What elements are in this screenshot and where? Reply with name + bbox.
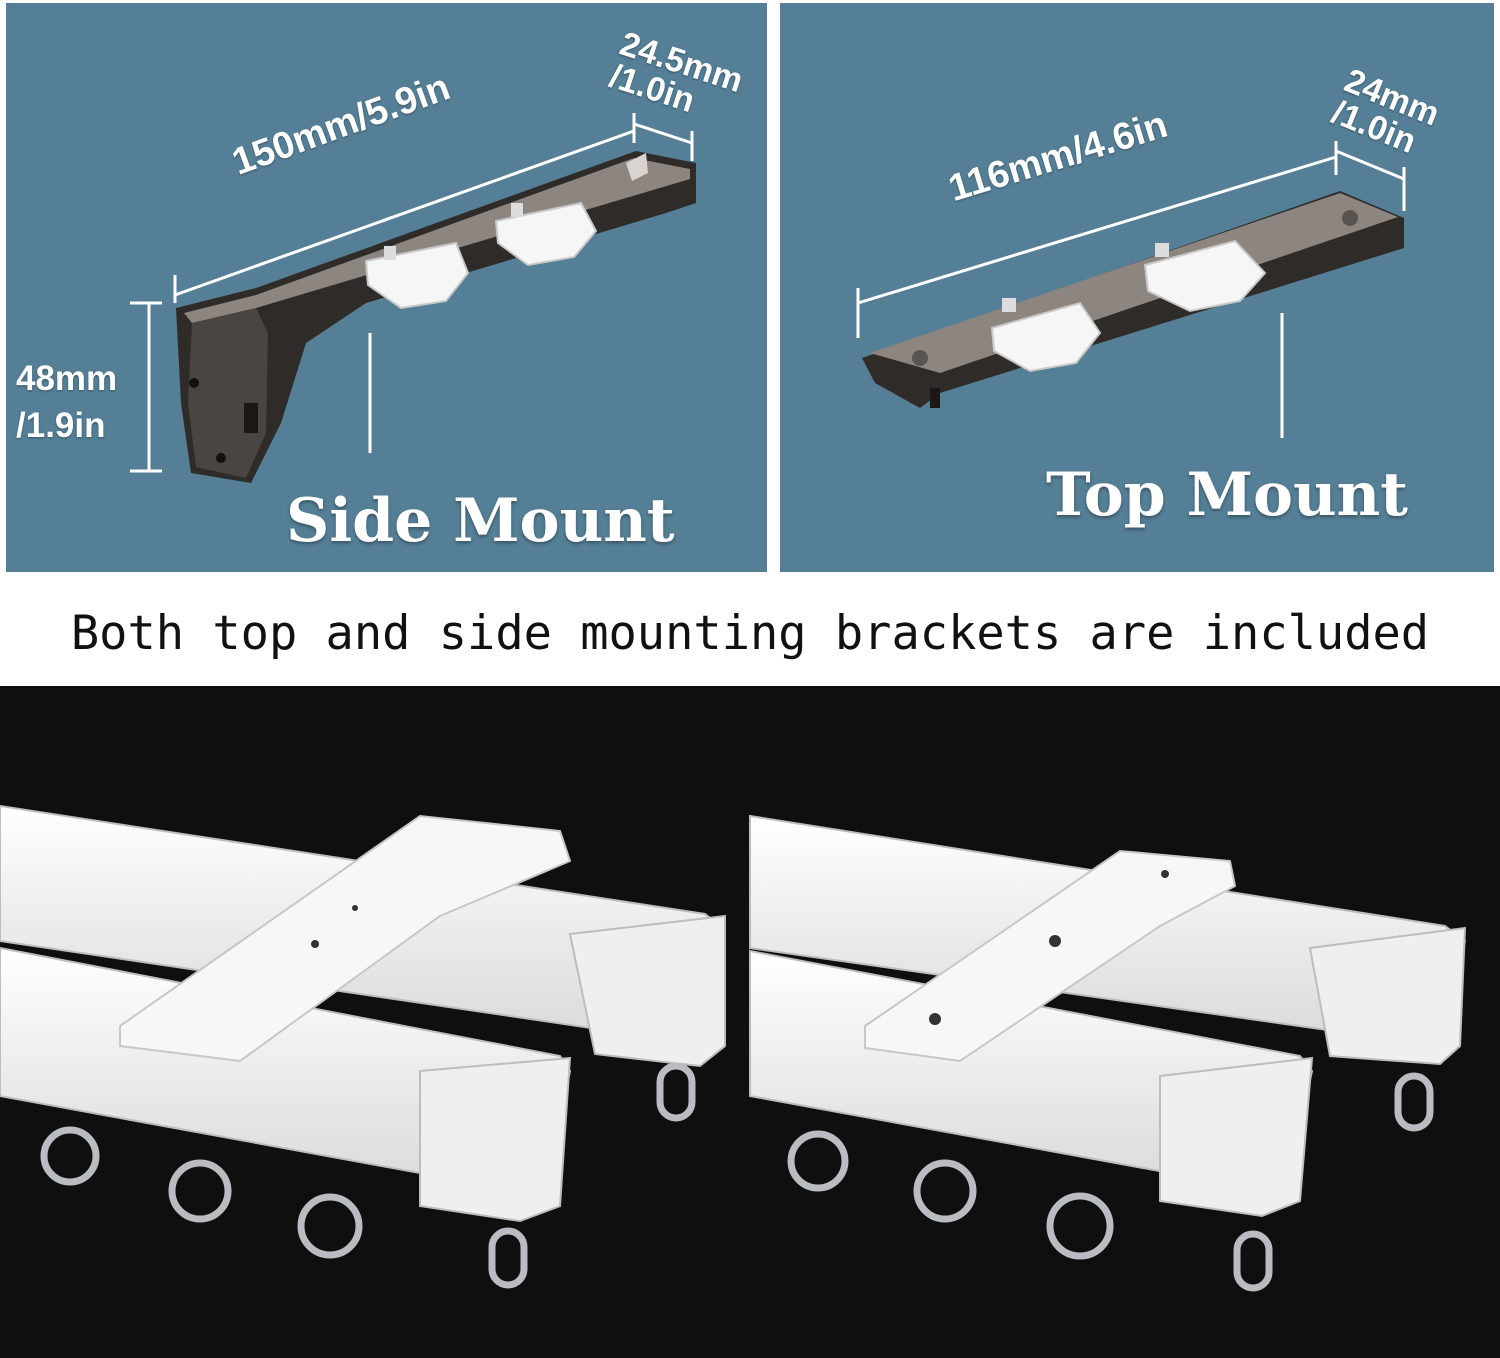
side-height-value: 48mm (16, 359, 118, 398)
top-mount-bracket-illustration (856, 141, 1406, 438)
top-mount-panel: 116mm/4.6in 24mm /1.0in Top Mount (780, 3, 1494, 572)
side-bracket-shape (176, 151, 696, 483)
side-mount-panel: 150mm/5.9in 24.5mm /1.0in 48mm /1.9in Si… (6, 3, 767, 572)
side-mount-title: Side Mount (286, 486, 675, 556)
top-bracket-shape (862, 191, 1404, 408)
side-mount-rail-set (0, 804, 727, 1289)
side-mount-bracket-illustration (130, 113, 696, 483)
top-mount-rail-set (749, 814, 1467, 1292)
rail-photo-area (0, 686, 1500, 1358)
top-mount-title: Top Mount (1046, 460, 1409, 530)
double-curtain-track-photos (0, 804, 1467, 1292)
caption-text: Both top and side mounting brackets are … (70, 606, 1430, 661)
side-height-label: 48mm /1.9in (16, 355, 117, 450)
side-height-inch: /1.9in (16, 406, 106, 446)
